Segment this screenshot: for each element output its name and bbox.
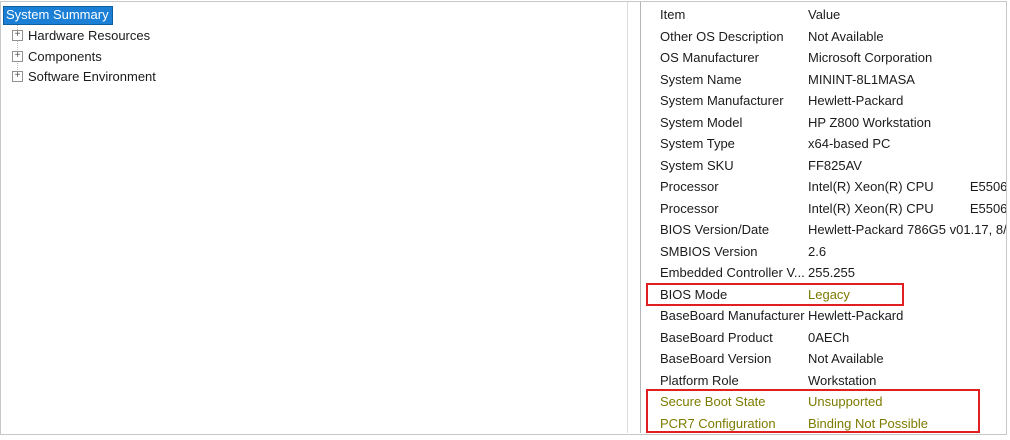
table-header-row: Item Value	[660, 4, 1006, 26]
item-cell: OS Manufacturer	[660, 50, 759, 66]
table-row[interactable]: Processor Intel(R) Xeon(R) CPU E5506	[660, 176, 1006, 198]
value-cell: Hewlett-Packard 786G5 v01.17, 8/	[808, 222, 1006, 238]
value-cell: Not Available	[808, 28, 884, 44]
item-cell: System Type	[660, 136, 735, 152]
item-cell: Platform Role	[660, 372, 739, 388]
tree-item-system-summary-label[interactable]: System Summary	[3, 5, 113, 25]
table-row[interactable]: System SKU FF825AV	[660, 155, 1006, 177]
value-cell: Workstation	[808, 372, 877, 388]
table-row[interactable]: Other OS Description Not Available	[660, 26, 1006, 48]
value-cell: MININT-8L1MASA	[808, 71, 915, 87]
table-row[interactable]: Processor Intel(R) Xeon(R) CPU E5506	[660, 198, 1006, 220]
table-row[interactable]: PCR7 Configuration Binding Not Possible	[660, 413, 1006, 434]
expand-plus-icon[interactable]: +	[12, 30, 23, 42]
column-header-value[interactable]: Value	[808, 7, 841, 23]
table-row[interactable]: System Name MININT-8L1MASA	[660, 69, 1006, 91]
tree-item-label: Components	[28, 48, 102, 64]
table-row[interactable]: BIOS Mode Legacy	[660, 284, 1006, 306]
item-cell: System SKU	[660, 157, 734, 173]
tree-item-label: Hardware Resources	[28, 28, 151, 44]
value-cell: Intel(R) Xeon(R) CPU E5506	[808, 200, 1006, 216]
table-row[interactable]: SMBIOS Version 2.6	[660, 241, 1006, 263]
item-cell: BIOS Version/Date	[660, 222, 770, 238]
value-cell: FF825AV	[808, 157, 862, 173]
tree-item[interactable]: + Software Environment	[3, 67, 627, 88]
item-cell: Secure Boot State	[660, 394, 766, 410]
value-cell: Not Available	[808, 351, 884, 367]
table-row[interactable]: BaseBoard Product 0AECh	[660, 327, 1006, 349]
item-cell: System Model	[660, 114, 743, 130]
item-cell: Processor	[660, 200, 719, 216]
tree-connector-line	[17, 25, 18, 76]
value-cell: Legacy	[808, 286, 850, 302]
value-cell: Unsupported	[808, 394, 883, 410]
table-row[interactable]: Secure Boot State Unsupported	[660, 391, 1006, 413]
table-row[interactable]: BaseBoard Version Not Available	[660, 348, 1006, 370]
table-row[interactable]: System Type x64-based PC	[660, 133, 1006, 155]
value-cell: HP Z800 Workstation	[808, 114, 932, 130]
expand-plus-icon[interactable]: +	[12, 71, 23, 83]
item-cell: BaseBoard Manufacturer	[660, 308, 805, 324]
value-cell: Microsoft Corporation	[808, 50, 933, 66]
table-row[interactable]: OS Manufacturer Microsoft Corporation	[660, 47, 1006, 69]
table-row[interactable]: Platform Role Workstation	[660, 370, 1006, 392]
item-cell: Other OS Description	[660, 28, 784, 44]
tree-item-system-summary[interactable]: System Summary	[3, 5, 627, 26]
value-cell: x64-based PC	[808, 136, 891, 152]
item-cell: Embedded Controller V...	[660, 265, 805, 281]
category-tree-panel: System Summary + Hardware Resources + Co…	[1, 2, 628, 433]
value-cell: 0AECh	[808, 329, 850, 345]
column-header-item[interactable]: Item	[660, 7, 686, 23]
details-panel: Item Value Other OS Description Not Avai…	[640, 2, 1006, 433]
item-cell: Processor	[660, 179, 719, 195]
item-cell: System Manufacturer	[660, 93, 784, 109]
tree-item-label: Software Environment	[28, 69, 156, 85]
value-cell: 2.6	[808, 243, 827, 259]
item-cell: BaseBoard Product	[660, 329, 773, 345]
table-row[interactable]: BIOS Version/Date Hewlett-Packard 786G5 …	[660, 219, 1006, 241]
value-cell: Hewlett-Packard	[808, 93, 904, 109]
table-row[interactable]: System Manufacturer Hewlett-Packard	[660, 90, 1006, 112]
item-cell: System Name	[660, 71, 742, 87]
table-row[interactable]: System Model HP Z800 Workstation	[660, 112, 1006, 134]
value-cell: Binding Not Possible	[808, 415, 928, 431]
expand-plus-icon[interactable]: +	[12, 50, 23, 62]
item-cell: BIOS Mode	[660, 286, 728, 302]
pane-splitter[interactable]	[629, 2, 640, 433]
value-cell: Intel(R) Xeon(R) CPU E5506	[808, 179, 1006, 195]
value-cell: 255.255	[808, 265, 855, 281]
tree-item[interactable]: + Hardware Resources	[3, 26, 627, 47]
value-cell: Hewlett-Packard	[808, 308, 904, 324]
item-cell: PCR7 Configuration	[660, 415, 776, 431]
item-cell: BaseBoard Version	[660, 351, 772, 367]
tree-item[interactable]: + Components	[3, 46, 627, 67]
table-row[interactable]: BaseBoard Manufacturer Hewlett-Packard	[660, 305, 1006, 327]
table-row[interactable]: Embedded Controller V... 255.255	[660, 262, 1006, 284]
item-cell: SMBIOS Version	[660, 243, 758, 259]
